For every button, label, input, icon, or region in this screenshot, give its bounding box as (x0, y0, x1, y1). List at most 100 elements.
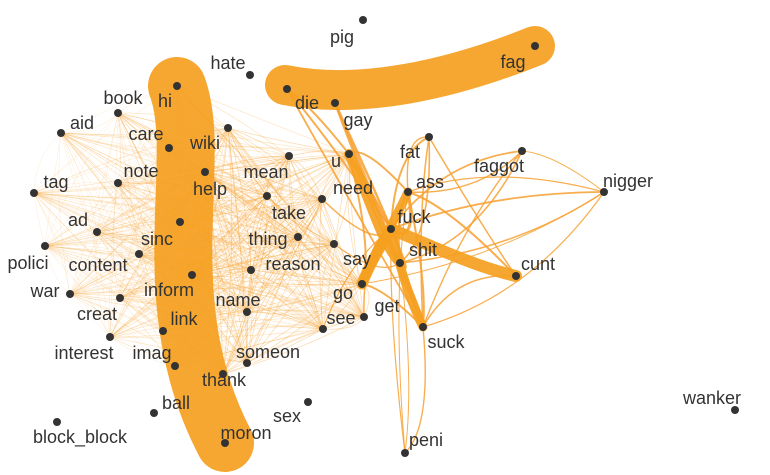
node-say[interactable] (330, 240, 338, 248)
node-mean[interactable] (285, 152, 293, 160)
node-imag[interactable] (171, 362, 179, 370)
edge-mean-need (288, 155, 323, 200)
node-label-die: die (295, 93, 319, 113)
node-fuck[interactable] (387, 225, 395, 233)
node-reason[interactable] (247, 266, 255, 274)
node-fag[interactable] (531, 42, 539, 50)
edge-creat-need (119, 198, 323, 299)
edge-note-creat (112, 182, 121, 299)
edge-book-war (69, 112, 119, 295)
node-note[interactable] (114, 179, 122, 187)
edge-take-get (266, 195, 365, 318)
node-content[interactable] (135, 250, 143, 258)
edge-link-war (69, 293, 164, 332)
node-label-inform: inform (144, 280, 194, 300)
node-ad[interactable] (93, 228, 101, 236)
edge-see-name (246, 311, 324, 330)
node-shit[interactable] (396, 259, 404, 267)
node-war[interactable] (66, 290, 74, 298)
edge-mean-take (266, 155, 290, 197)
node-go[interactable] (358, 280, 366, 288)
node-label-link: link (170, 309, 198, 329)
node-block_block[interactable] (53, 418, 61, 426)
node-pig[interactable] (359, 16, 367, 24)
edge-wiki-go (227, 127, 363, 285)
node-see[interactable] (319, 325, 327, 333)
edge-wiki-reason (227, 127, 252, 271)
node-nigger[interactable] (600, 188, 608, 196)
node-suck[interactable] (419, 323, 427, 331)
node-u[interactable] (345, 150, 353, 158)
edge-tag-ad (33, 192, 98, 233)
node-take[interactable] (263, 192, 271, 200)
node-creat[interactable] (116, 294, 124, 302)
node-help[interactable] (201, 168, 209, 176)
edge-ad-aid (60, 132, 98, 233)
edge-tag-creat (33, 192, 121, 299)
node-get[interactable] (360, 313, 368, 321)
node-label-thank: thank (202, 370, 247, 390)
edge-note-need (117, 182, 323, 200)
edge-interest-go (109, 283, 363, 338)
edge-creat-go (119, 283, 363, 299)
node-label-fat: fat (400, 142, 420, 162)
node-tag[interactable] (30, 189, 38, 197)
edge-mean-name (246, 155, 290, 313)
node-link[interactable] (159, 327, 167, 335)
edge-mean-reason (250, 155, 290, 271)
node-label-content: content (68, 255, 127, 275)
edge-tag-imag (33, 192, 176, 367)
node-care[interactable] (165, 144, 173, 152)
edge-name-thank (222, 311, 248, 375)
edge-polici-reason (44, 245, 252, 271)
node-peni[interactable] (401, 449, 409, 457)
edge-content-war (69, 253, 140, 295)
node-label-gay: gay (343, 110, 372, 130)
edge-creat-u (119, 153, 350, 299)
node-label-tag: tag (43, 172, 68, 192)
edge-ad-book (96, 112, 119, 233)
node-inform[interactable] (188, 271, 196, 279)
node-label-take: take (272, 203, 306, 223)
node-book[interactable] (114, 109, 122, 117)
node-label-help: help (193, 179, 227, 199)
node-wanker[interactable] (731, 406, 739, 414)
edge-interest-aid (60, 132, 111, 338)
node-cunt[interactable] (512, 272, 520, 280)
node-need[interactable] (318, 195, 326, 203)
node-aid[interactable] (57, 129, 65, 137)
node-sinc[interactable] (176, 218, 184, 226)
node-name[interactable] (243, 308, 251, 316)
node-die[interactable] (283, 85, 291, 93)
node-interest[interactable] (106, 333, 114, 341)
edge-war-name (69, 293, 248, 313)
edge-note-aid (60, 132, 119, 184)
edge-say-help (204, 171, 335, 245)
node-moron[interactable] (221, 439, 229, 447)
edge-note-go (117, 182, 363, 285)
node-label-interest: interest (54, 343, 113, 363)
node-sex[interactable] (304, 398, 312, 406)
edge-polici-imag (44, 245, 176, 367)
node-hi[interactable] (173, 82, 181, 90)
edge-thing-someon (246, 236, 299, 364)
edge-go-help (204, 171, 363, 285)
edge-interest-see (109, 328, 324, 339)
node-ball[interactable] (150, 409, 158, 417)
node-ass[interactable] (404, 188, 412, 196)
edge-thing-u (297, 153, 350, 238)
edge-polici-someon (44, 245, 248, 364)
node-thank[interactable] (219, 370, 227, 378)
node-faggot[interactable] (518, 147, 526, 155)
node-thing[interactable] (294, 233, 302, 241)
node-gay[interactable] (331, 99, 339, 107)
node-fat[interactable] (425, 133, 433, 141)
edge-thing-thank (222, 236, 299, 375)
node-polici[interactable] (41, 242, 49, 250)
thick-edge-fuck-cunt (385, 223, 522, 282)
node-wiki[interactable] (224, 124, 232, 132)
edge-note-say (117, 182, 335, 245)
node-someon[interactable] (243, 359, 251, 367)
node-hate[interactable] (246, 71, 254, 79)
edge-polici-care (44, 147, 170, 247)
